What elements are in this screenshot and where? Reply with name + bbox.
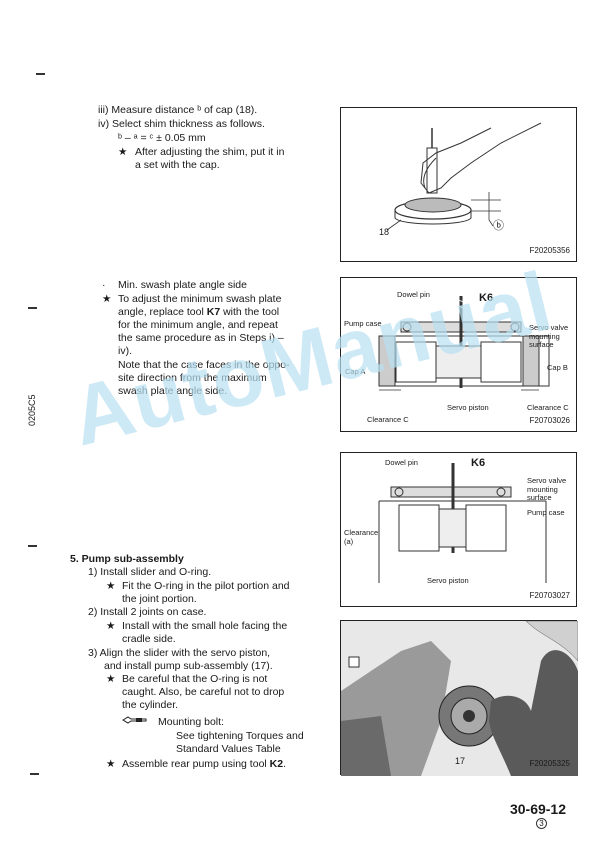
part-label: 17 [455, 756, 466, 766]
step-iv: iv) Select shim thickness as follows. [98, 118, 265, 130]
cap-b-label: Cap B [547, 363, 568, 372]
note-line: Assemble rear pump using tool K2. [122, 758, 287, 770]
star-bullet: ★ [118, 146, 128, 158]
note-line: a set with the cap. [135, 159, 220, 171]
step-iii: iii) Measure distance ᵇ of cap (18). [98, 104, 258, 116]
tool-label: K6 [479, 292, 494, 304]
note-line: the joint portion. [122, 593, 197, 605]
star-bullet: ★ [102, 293, 112, 305]
step-3-cont: and install pump sub-assembly (17). [104, 660, 273, 672]
servo-piston-label: Servo piston [427, 576, 469, 585]
star-bullet: ★ [106, 580, 116, 592]
body-line: Note that the case faces in the oppo- [118, 359, 290, 371]
step-3: 3) Align the slider with the servo pisto… [88, 647, 271, 659]
clearance-label: Clearance (a) [344, 528, 379, 546]
figure-clearance: K6 Dowel pin Servo valve mounting surfac… [340, 452, 577, 607]
star-bullet: ★ [106, 758, 116, 770]
note-line: the cylinder. [122, 699, 179, 711]
figure-pump-install: 17 F20205325 [340, 620, 578, 776]
step-1: 1) Install slider and O-ring. [88, 566, 212, 578]
torque-line: Standard Values Table [176, 743, 281, 755]
revision-badge: 3 [536, 818, 547, 829]
part-label: 18 [379, 227, 390, 237]
servo-valve-label: Servo valve mounting surface [527, 476, 567, 502]
clearance-c-label: Clearance C [367, 415, 409, 424]
figure-code: F20703026 [529, 415, 570, 425]
figure-illustration [341, 621, 578, 776]
note-line: Fit the O-ring in the pilot portion and [122, 580, 290, 592]
wrench-icon [122, 716, 147, 724]
figure-code: F20205356 [529, 245, 570, 255]
tool-label: K6 [471, 457, 486, 469]
note-line: Install with the small hole facing the [122, 620, 288, 632]
star-bullet: ★ [106, 620, 116, 632]
note-line: caught. Also, be careful not to drop [122, 686, 285, 698]
torque-label: Mounting bolt: [158, 716, 224, 728]
body-line: Min. swash plate angle side [118, 279, 247, 291]
dimension-label: ⓑ [493, 220, 504, 232]
figure-cap-measure: 18 ⓑ F20205356 [340, 107, 577, 262]
note-line: After adjusting the shim, put it in [135, 146, 285, 158]
body-line: iv). [118, 345, 132, 357]
side-code: 0205C5 [27, 394, 37, 426]
pump-case-label: Pump case [344, 319, 382, 328]
cap-a-label: Cap A [345, 367, 366, 376]
figure-illustration [386, 122, 542, 231]
clearance-c-label: Clearance C [527, 403, 569, 412]
body-line: the same procedure as in Steps i) – [118, 332, 284, 344]
dowel-pin-label: Dowel pin [385, 458, 418, 467]
body-line: angle, replace tool K7 with the tool [118, 306, 280, 318]
servo-piston-label: Servo piston [447, 403, 489, 412]
margin-tick [36, 73, 45, 75]
margin-tick [30, 773, 39, 775]
body-line: swash plate angle side. [118, 385, 228, 397]
figure-illustration [378, 296, 550, 391]
formula: ᵇ – ᵃ = ᶜ ± 0.05 mm [118, 132, 206, 144]
margin-tick [28, 307, 37, 309]
margin-tick [28, 545, 37, 547]
servo-valve-label: Servo valve mounting surface [529, 323, 569, 349]
note-line: Be careful that the O-ring is not [122, 673, 268, 685]
figure-code: F20703027 [529, 590, 570, 600]
dot-bullet: · [102, 279, 106, 291]
pump-case-label: Pump case [527, 508, 565, 517]
torque-line: See tightening Torques and [176, 730, 304, 742]
section-heading: 5. Pump sub-assembly [70, 553, 184, 565]
dowel-pin-label: Dowel pin [397, 290, 430, 299]
star-bullet: ★ [106, 673, 116, 685]
figure-code: F20205325 [529, 758, 570, 768]
body-line: for the minimum angle, and repeat [118, 319, 278, 331]
note-line: cradle side. [122, 633, 176, 645]
step-2: 2) Install 2 joints on case. [88, 606, 207, 618]
body-line: site direction from the maximum [118, 372, 267, 384]
body-line: To adjust the minimum swash plate [118, 293, 282, 305]
page-number: 30-69-12 [509, 801, 566, 817]
figure-min-angle: K6 Dowel pin Pump case Servo valve mount… [340, 277, 577, 432]
figure-illustration [378, 463, 547, 583]
